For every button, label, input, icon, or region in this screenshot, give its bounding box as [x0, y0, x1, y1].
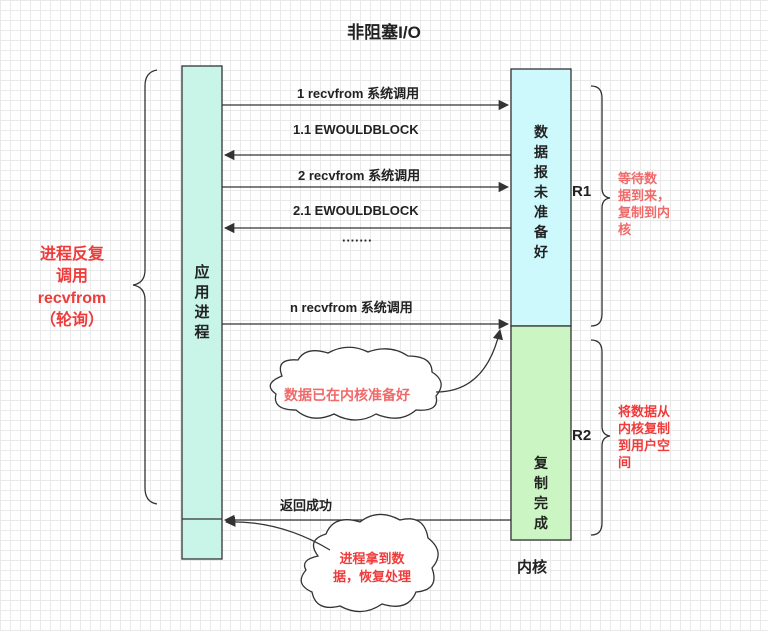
msg-ewouldblock-2: 2.1 EWOULDBLOCK: [293, 203, 419, 218]
phase-r1-note: 等待数 据到来， 复制到内 核: [618, 170, 670, 238]
r1-note-line-1: 等待数: [618, 171, 658, 186]
kernel-copy-label: 复制完成: [534, 455, 548, 531]
diagram-title: 非阻塞I/O: [347, 23, 421, 42]
r1-note-line-3: 复制到内: [618, 205, 671, 220]
r2-note-line-4: 间: [618, 455, 632, 470]
r1-note-line-2: 据到来，: [618, 188, 671, 203]
cloud-data-ready: [269, 346, 442, 421]
brace-r1: [590, 85, 611, 327]
left-brace: [132, 69, 158, 505]
app-process-label: 应用进程: [194, 264, 210, 341]
cloud-process-resumes-pointer: [224, 516, 331, 551]
kernel-copy-box: [510, 325, 572, 541]
r2-note-line-3: 到用户空: [618, 438, 671, 453]
kernel-wait-box: [510, 68, 572, 327]
cloud2-line-1: 进程拿到数: [339, 551, 405, 566]
polling-line-3: recvfrom: [37, 290, 107, 307]
polling-line-1: 进程反复: [39, 246, 104, 263]
r2-note-line-2: 内核复制: [618, 421, 671, 436]
phase-r2-note: 将数据从 内核复制 到用户空 间: [618, 403, 670, 471]
cloud2-line-2: 据，恢复处理: [332, 569, 411, 584]
polling-annotation: 进程反复 调用 recvfrom （轮询）: [20, 244, 124, 332]
app-process-box: [181, 65, 223, 560]
msg-ellipsis: ·······: [342, 233, 373, 248]
r2-note-line-1: 将数据从: [618, 404, 671, 419]
kernel-wait-label: 数据报未准备好: [534, 124, 548, 260]
msg-recvfrom-n: n recvfrom 系统调用: [290, 300, 413, 315]
cloud-data-ready-pointer: [435, 328, 504, 393]
phase-r1-label: R1: [572, 183, 592, 200]
msg-recvfrom-1: 1 recvfrom 系统调用: [297, 86, 420, 101]
cloud-process-resumes: [300, 513, 439, 613]
r1-note-line-4: 核: [618, 222, 632, 237]
msg-recvfrom-2: 2 recvfrom 系统调用: [298, 168, 421, 183]
cloud-data-ready-text: 数据已在内核准备好: [284, 387, 410, 403]
msg-return-success: 返回成功: [280, 498, 333, 513]
brace-r2: [590, 339, 611, 536]
phase-r2-label: R2: [572, 427, 592, 444]
kernel-label: 内核: [517, 559, 548, 576]
polling-line-2: 调用: [55, 268, 88, 285]
msg-ewouldblock-1: 1.1 EWOULDBLOCK: [293, 122, 419, 137]
polling-line-4: （轮询）: [39, 312, 104, 329]
cloud-process-resumes-text: 进程拿到数 据，恢复处理: [320, 550, 424, 586]
